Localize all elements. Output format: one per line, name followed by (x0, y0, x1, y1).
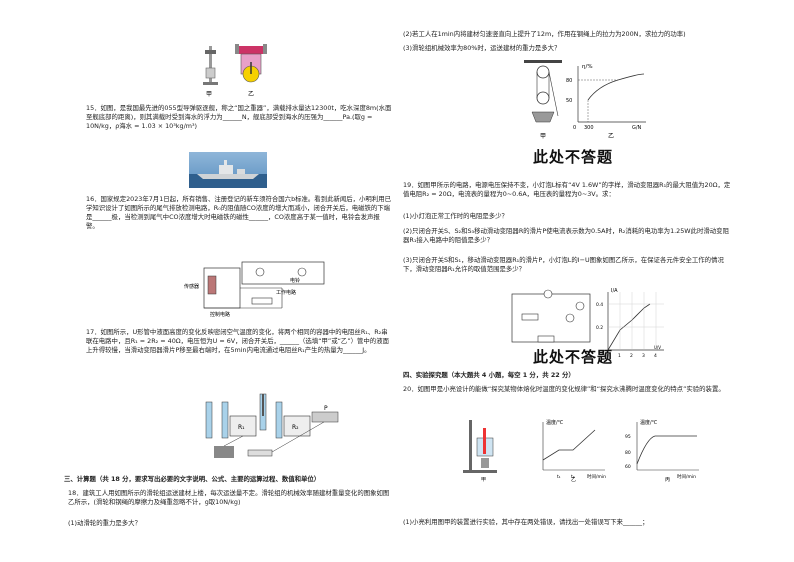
fig-label-r2: R₂ (292, 424, 299, 431)
fig-label-yi: 乙 (608, 133, 614, 140)
fig-label-yi: 乙 (248, 91, 254, 98)
graph-origin: 0 (573, 125, 576, 131)
graph-b-t1: t₁ (557, 474, 561, 480)
fig-label-p: P (324, 405, 328, 412)
fig-label-yi: 乙 (571, 476, 576, 482)
ship-photo (189, 152, 267, 188)
fig-label-jia: 甲 (206, 91, 212, 98)
iu-xtick-1: 1 (618, 353, 621, 359)
question-20: 20．如图甲是小亮设计的能做“探究某物体熔化时温度的变化规律”和“探究水沸腾时温… (403, 385, 725, 393)
section-3-heading: 三、计算题（共 18 分，要求写出必要的文字说明、公式、主要的运算过程、数值和单… (64, 475, 321, 483)
engine-figure: 甲 乙 (203, 44, 267, 98)
iu-origin: 0 (604, 353, 607, 359)
fig-label-jia: 甲 (540, 133, 546, 140)
u-tube-heating-figure: R₁ R₂ P (205, 393, 339, 458)
question-19: 19．如图甲所示的电路，电源电压保持不变，小灯泡L标有“4V 1.6W”的字样，… (403, 181, 731, 198)
question-18: 18．建筑工人用如图所示的滑轮组运送建材上楼，每次运送量不定。滑轮组的机械效率随… (68, 489, 390, 506)
iu-ytick-04: 0.4 (596, 302, 603, 308)
melting-boiling-figure: 温度/℃ t₁ t₂ 时间/min 温度/℃ 95 80 60 时间/min 甲… (463, 419, 699, 482)
question-17: 17．如图所示，U形管中液面高度的变化反映密闭空气温度的变化，将两个相同的容器中… (86, 328, 389, 354)
graph-c-xlabel: 时间/min (677, 473, 696, 480)
iu-xlabel: U/V (654, 345, 661, 350)
graph-ytick-50: 50 (566, 98, 572, 104)
graph-xtick-300: 300 (584, 125, 594, 131)
question-18-part-3: (3)滑轮组机械效率为80%时，运送建材的重力是多大？ (403, 44, 561, 52)
fig-label-jia: 甲 (481, 477, 486, 482)
fig-label-work: 工作电路 (276, 289, 296, 296)
fig-label-r1: R₁ (238, 424, 245, 431)
fig-label-sensor: 传感器 (184, 283, 199, 290)
question-20-part-1: (1)小亮利用图甲的装置进行实验，其中存在两处错误，请找出一处错误写下来____… (403, 518, 649, 526)
question-15: 15．如图，是我国最先进的055型导弹驱逐舰，称之“国之重器”，满载排水量达12… (86, 104, 392, 130)
iu-xtick-3: 3 (642, 353, 645, 359)
graph-c-ytick-95: 95 (625, 434, 631, 440)
question-19-part-1: (1)小灯泡正常工作时的电阻是多少？ (403, 212, 508, 220)
fig-label-bing: 丙 (665, 477, 670, 482)
iu-xtick-4: 4 (654, 353, 657, 359)
iu-xtick-2: 2 (630, 353, 633, 359)
no-answer-banner-2: 此处不答题 (533, 348, 614, 366)
pulley-and-efficiency-figure: η/% 80 50 0 300 G/N 甲 乙 (524, 60, 646, 140)
section-4-heading: 四、实验探究题（本大题共 4 小题，每空 1 分，共 22 分） (403, 371, 575, 379)
graph-b-t2: t₂ (571, 474, 575, 480)
graph-c-ylabel: 温度/℃ (640, 419, 658, 426)
question-18-part-1: (1)动滑轮的重力是多大？ (68, 519, 141, 527)
iu-ylabel: I/A (611, 288, 618, 294)
graph-ylabel: η/% (582, 64, 593, 70)
graph-b-xlabel: 时间/min (587, 473, 606, 480)
co-detection-circuit: 传感器 控制电路 工作电路 电铃 (184, 261, 325, 318)
question-19-part-2: (2)只闭合开关S、S₂和S₃移动滑动变阻器R的滑片P使电流表示数为0.5A时，… (403, 227, 729, 244)
question-19-part-3: (3)只闭合开关S和S₁，移动滑动变阻器R₁的滑片P，小灯泡L的I−U图象如图乙… (403, 256, 724, 273)
question-18-part-2: (2)若工人在1min内将建材匀速竖直向上提升了12m，作用在钢绳上的拉力为20… (403, 30, 686, 38)
fig-label-control: 控制电路 (210, 311, 230, 318)
iu-ytick-02: 0.2 (596, 325, 603, 331)
graph-c-ytick-60: 60 (625, 464, 631, 470)
question-16: 16．国家规定2023年7月1日起，所有销售、注册登记的新车须符合国六b标准。看… (86, 195, 391, 230)
fig-label-bell: 电铃 (290, 277, 300, 284)
graph-ytick-80: 80 (566, 78, 572, 84)
graph-b-ylabel: 温度/℃ (546, 419, 564, 426)
graph-c-ytick-80: 80 (625, 450, 631, 456)
lamp-circuit-and-iu-graph: I/A 0.4 0.2 0 1 2 3 4 U/V (511, 288, 664, 359)
no-answer-banner-1: 此处不答题 (533, 148, 614, 166)
graph-xlabel: G/N (632, 125, 642, 131)
